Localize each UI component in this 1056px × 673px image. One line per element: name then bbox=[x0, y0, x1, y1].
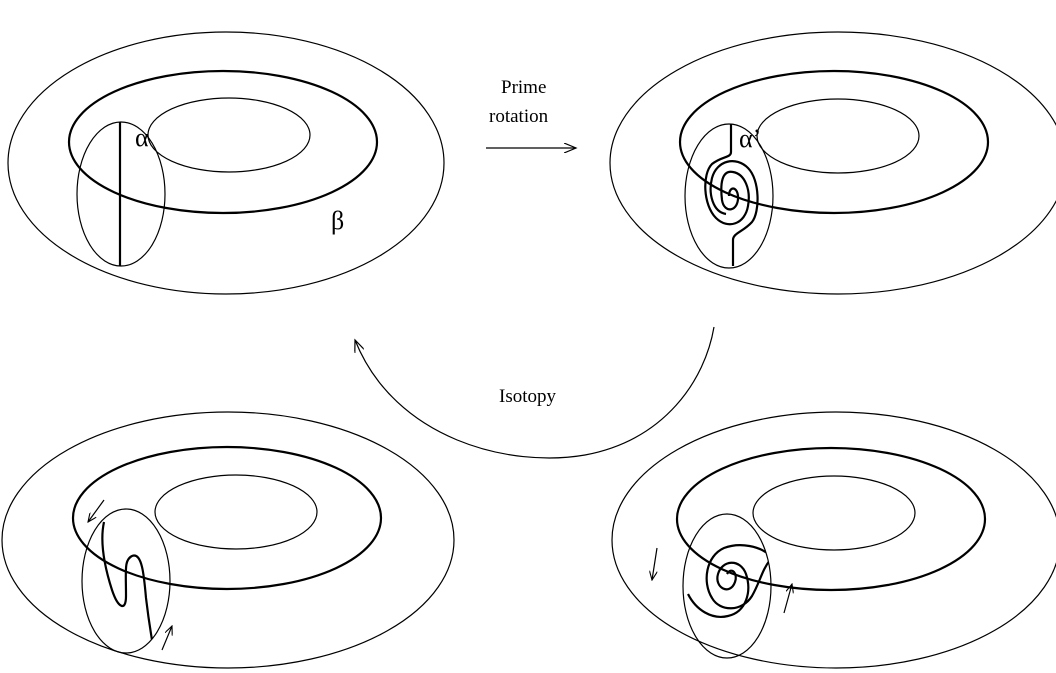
inner-hole bbox=[752, 475, 916, 551]
small-arrow-left bbox=[652, 547, 658, 580]
small-arrow-right bbox=[161, 626, 172, 651]
prime-rotation-step: Prime rotation bbox=[486, 77, 576, 148]
inner-hole bbox=[756, 98, 920, 174]
torus-top-left: α β bbox=[7, 31, 445, 295]
label-alpha-prime: α’ bbox=[739, 124, 761, 153]
curve-beta bbox=[675, 446, 987, 592]
torus-bottom-right bbox=[611, 411, 1056, 669]
curve-alpha-isotoped bbox=[101, 521, 154, 641]
outer-boundary bbox=[611, 411, 1056, 669]
curve-alpha-spiral bbox=[687, 561, 750, 618]
small-arrow-left bbox=[88, 499, 105, 522]
prime-rotation-label-line1: Prime bbox=[501, 77, 546, 98]
label-beta: β bbox=[331, 206, 344, 235]
outer-boundary bbox=[609, 31, 1056, 295]
prime-rotation-label-line2: rotation bbox=[489, 106, 549, 127]
label-alpha: α bbox=[135, 123, 149, 152]
small-arrow-right bbox=[783, 584, 792, 614]
torus-bottom-left bbox=[1, 411, 455, 669]
outer-boundary bbox=[7, 31, 445, 295]
meridian-disk bbox=[684, 123, 774, 269]
torus-top-right: α’ bbox=[609, 31, 1056, 295]
curve-beta bbox=[678, 69, 990, 215]
curve-beta bbox=[67, 69, 379, 215]
curve-alpha-prime bbox=[704, 124, 750, 226]
inner-hole bbox=[147, 97, 311, 173]
arc-arrow bbox=[355, 326, 715, 459]
meridian-disk bbox=[81, 508, 171, 654]
outer-boundary bbox=[1, 411, 455, 669]
meridian-disk bbox=[682, 513, 772, 659]
curve-beta bbox=[71, 445, 383, 591]
isotopy-step: Isotopy bbox=[355, 326, 715, 459]
inner-hole bbox=[154, 474, 318, 550]
isotopy-label: Isotopy bbox=[499, 386, 557, 407]
